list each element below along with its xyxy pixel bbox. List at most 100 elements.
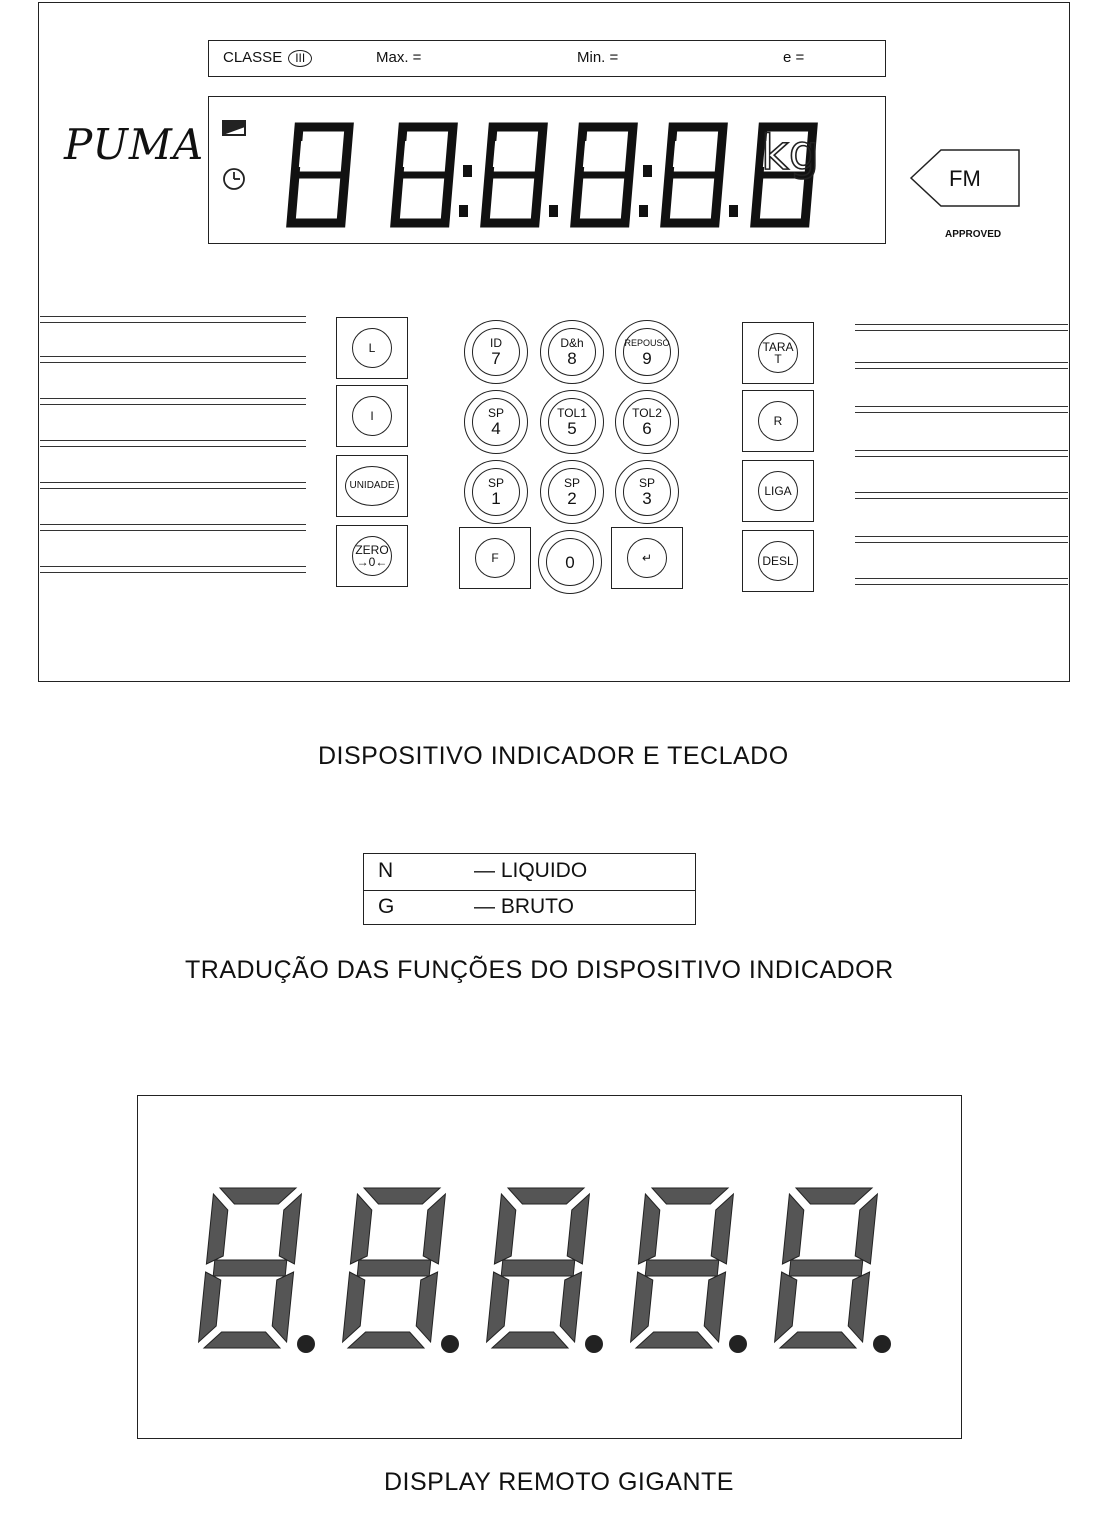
key-ring: 0 (546, 538, 594, 586)
key-liga[interactable]: LIGA (742, 460, 814, 522)
key-zero[interactable]: ZERO→0← (336, 525, 408, 587)
key-label: TOL2 (632, 406, 662, 420)
key-ring: ZERO→0← (352, 536, 392, 576)
giant-decimal-point (441, 1335, 459, 1353)
display-digit (750, 122, 818, 228)
battery-icon (222, 120, 246, 136)
clock-icon (223, 168, 245, 190)
display-digit (286, 122, 354, 228)
numeric-key-0[interactable]: 0 (538, 530, 602, 594)
key-label: ↵ (641, 551, 653, 565)
giant-digit (197, 1187, 303, 1349)
key-enter[interactable]: ↵ (611, 527, 683, 589)
legend-meaning: — LIQUIDO (474, 859, 588, 882)
fm-text: FM (949, 166, 981, 191)
decorative-stripe (855, 450, 1068, 457)
key-digit: 0 (565, 552, 575, 572)
functions-caption: TRADUÇÃO DAS FUNÇÕES DO DISPOSITIVO INDI… (185, 956, 894, 984)
decorative-stripe (40, 524, 306, 531)
keypad-caption: DISPOSITIVO INDICADOR E TECLADO (318, 742, 789, 770)
fm-approved-mark: FM APPROVED (907, 148, 1027, 243)
key-sublabel: →0← (356, 555, 388, 569)
approved-text: APPROVED (945, 229, 1001, 240)
brand-name: PUMA (64, 120, 205, 169)
display-digit (480, 122, 548, 228)
key-ring: L (352, 328, 392, 368)
key-label: F (491, 551, 499, 565)
key-digit: 8 (567, 349, 577, 368)
classe-value: III (288, 50, 313, 67)
seven-segment-digits (286, 122, 818, 228)
display-separator (459, 165, 472, 217)
max-label: Max. = (376, 49, 422, 66)
key-ring: R (758, 401, 798, 441)
display-separator (639, 165, 652, 217)
key-sublabel: T (774, 352, 782, 366)
display-digit (390, 122, 458, 228)
decorative-stripe (855, 406, 1068, 413)
key-label: ZERO (355, 543, 389, 557)
decorative-stripe (40, 356, 306, 363)
decorative-stripe (40, 316, 306, 323)
key-label: DESL (762, 554, 794, 568)
legend-row: N — LIQUIDO (364, 854, 695, 891)
function-legend: N — LIQUIDO G — BRUTO (363, 853, 696, 925)
key-i[interactable]: I (336, 385, 408, 447)
display-digit (570, 122, 638, 228)
key-label: SP (563, 476, 580, 490)
giant-seven-segment-digits (197, 1187, 891, 1353)
key-digit: 7 (491, 349, 501, 368)
key-f[interactable]: F (459, 527, 531, 589)
key-label: R (773, 414, 783, 428)
key-label: SP (487, 476, 504, 490)
decorative-stripe (40, 482, 306, 489)
key-desl[interactable]: DESL (742, 530, 814, 592)
key-label: SP (638, 476, 655, 490)
key-label: TARA (762, 340, 794, 354)
key-label: REPOUSO (624, 338, 670, 348)
display-separator (549, 205, 558, 217)
unit-kg-icon: kg (760, 124, 820, 182)
key-label: LIGA (764, 484, 792, 498)
giant-decimal-point (729, 1335, 747, 1353)
key-ring: I (352, 396, 392, 436)
key-digit: 4 (491, 419, 501, 438)
key-digit: 1 (491, 489, 501, 508)
indicator-panel (38, 2, 1070, 682)
key-digit: 6 (642, 419, 652, 438)
svg-text:kg: kg (761, 125, 819, 181)
remote-caption: DISPLAY REMOTO GIGANTE (384, 1468, 734, 1496)
display-separator (729, 205, 738, 217)
decorative-stripe (855, 362, 1068, 369)
key-label: ID (490, 336, 502, 350)
key-ring: LIGA (758, 471, 798, 511)
display-digit (660, 122, 728, 228)
key-label: I (370, 409, 374, 423)
key-l[interactable]: L (336, 317, 408, 379)
key-unidade[interactable]: UNIDADE (336, 455, 408, 517)
key-label: SP (487, 406, 504, 420)
key-label: TOL1 (557, 406, 587, 420)
key-digit: 2 (567, 489, 577, 508)
key-r[interactable]: R (742, 390, 814, 452)
decorative-stripe (855, 578, 1068, 585)
